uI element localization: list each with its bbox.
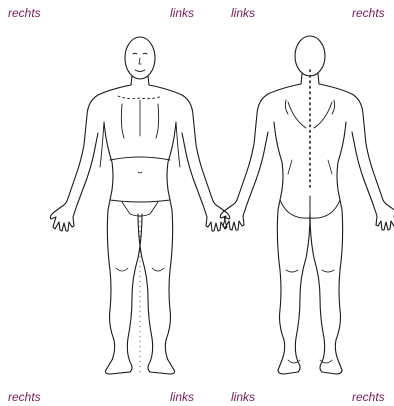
front-body-figure-icon: [50, 37, 229, 376]
front-right-arm: [50, 85, 131, 231]
back-body-figure-icon: [220, 36, 394, 374]
front-left-leg: [138, 210, 175, 374]
front-left-arm: [149, 85, 230, 231]
back-left-arm: [220, 84, 301, 230]
front-right-leg: [106, 210, 143, 374]
back-right-leg: [310, 210, 343, 374]
back-left-leg: [277, 210, 310, 374]
